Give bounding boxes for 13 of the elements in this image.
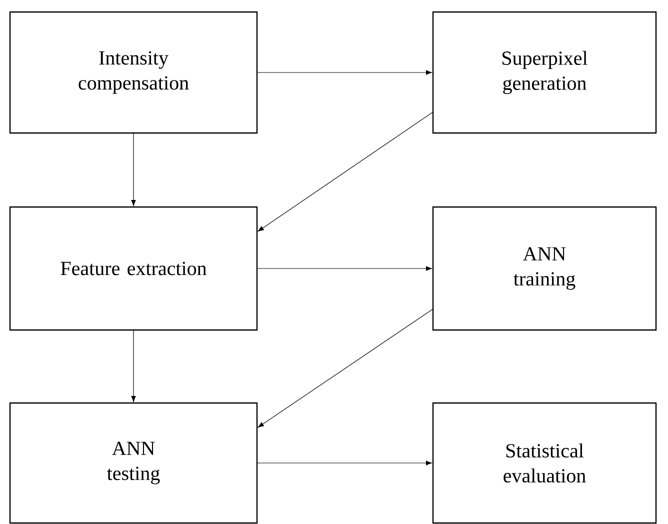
process-box: Statistical evaluation (432, 402, 657, 524)
process-box: Intensity compensation (9, 11, 258, 134)
arrow (256, 266, 432, 271)
arrow (258, 112, 434, 232)
arrow (256, 460, 432, 466)
arrow (256, 70, 432, 75)
arrow (131, 330, 136, 402)
process-box: ANN training (432, 206, 657, 331)
arrow (258, 308, 434, 428)
process-box: Feature extraction (9, 206, 258, 331)
process-box: Superpixel generation (432, 11, 657, 134)
arrow (131, 132, 136, 206)
process-box: ANN testing (9, 402, 258, 524)
